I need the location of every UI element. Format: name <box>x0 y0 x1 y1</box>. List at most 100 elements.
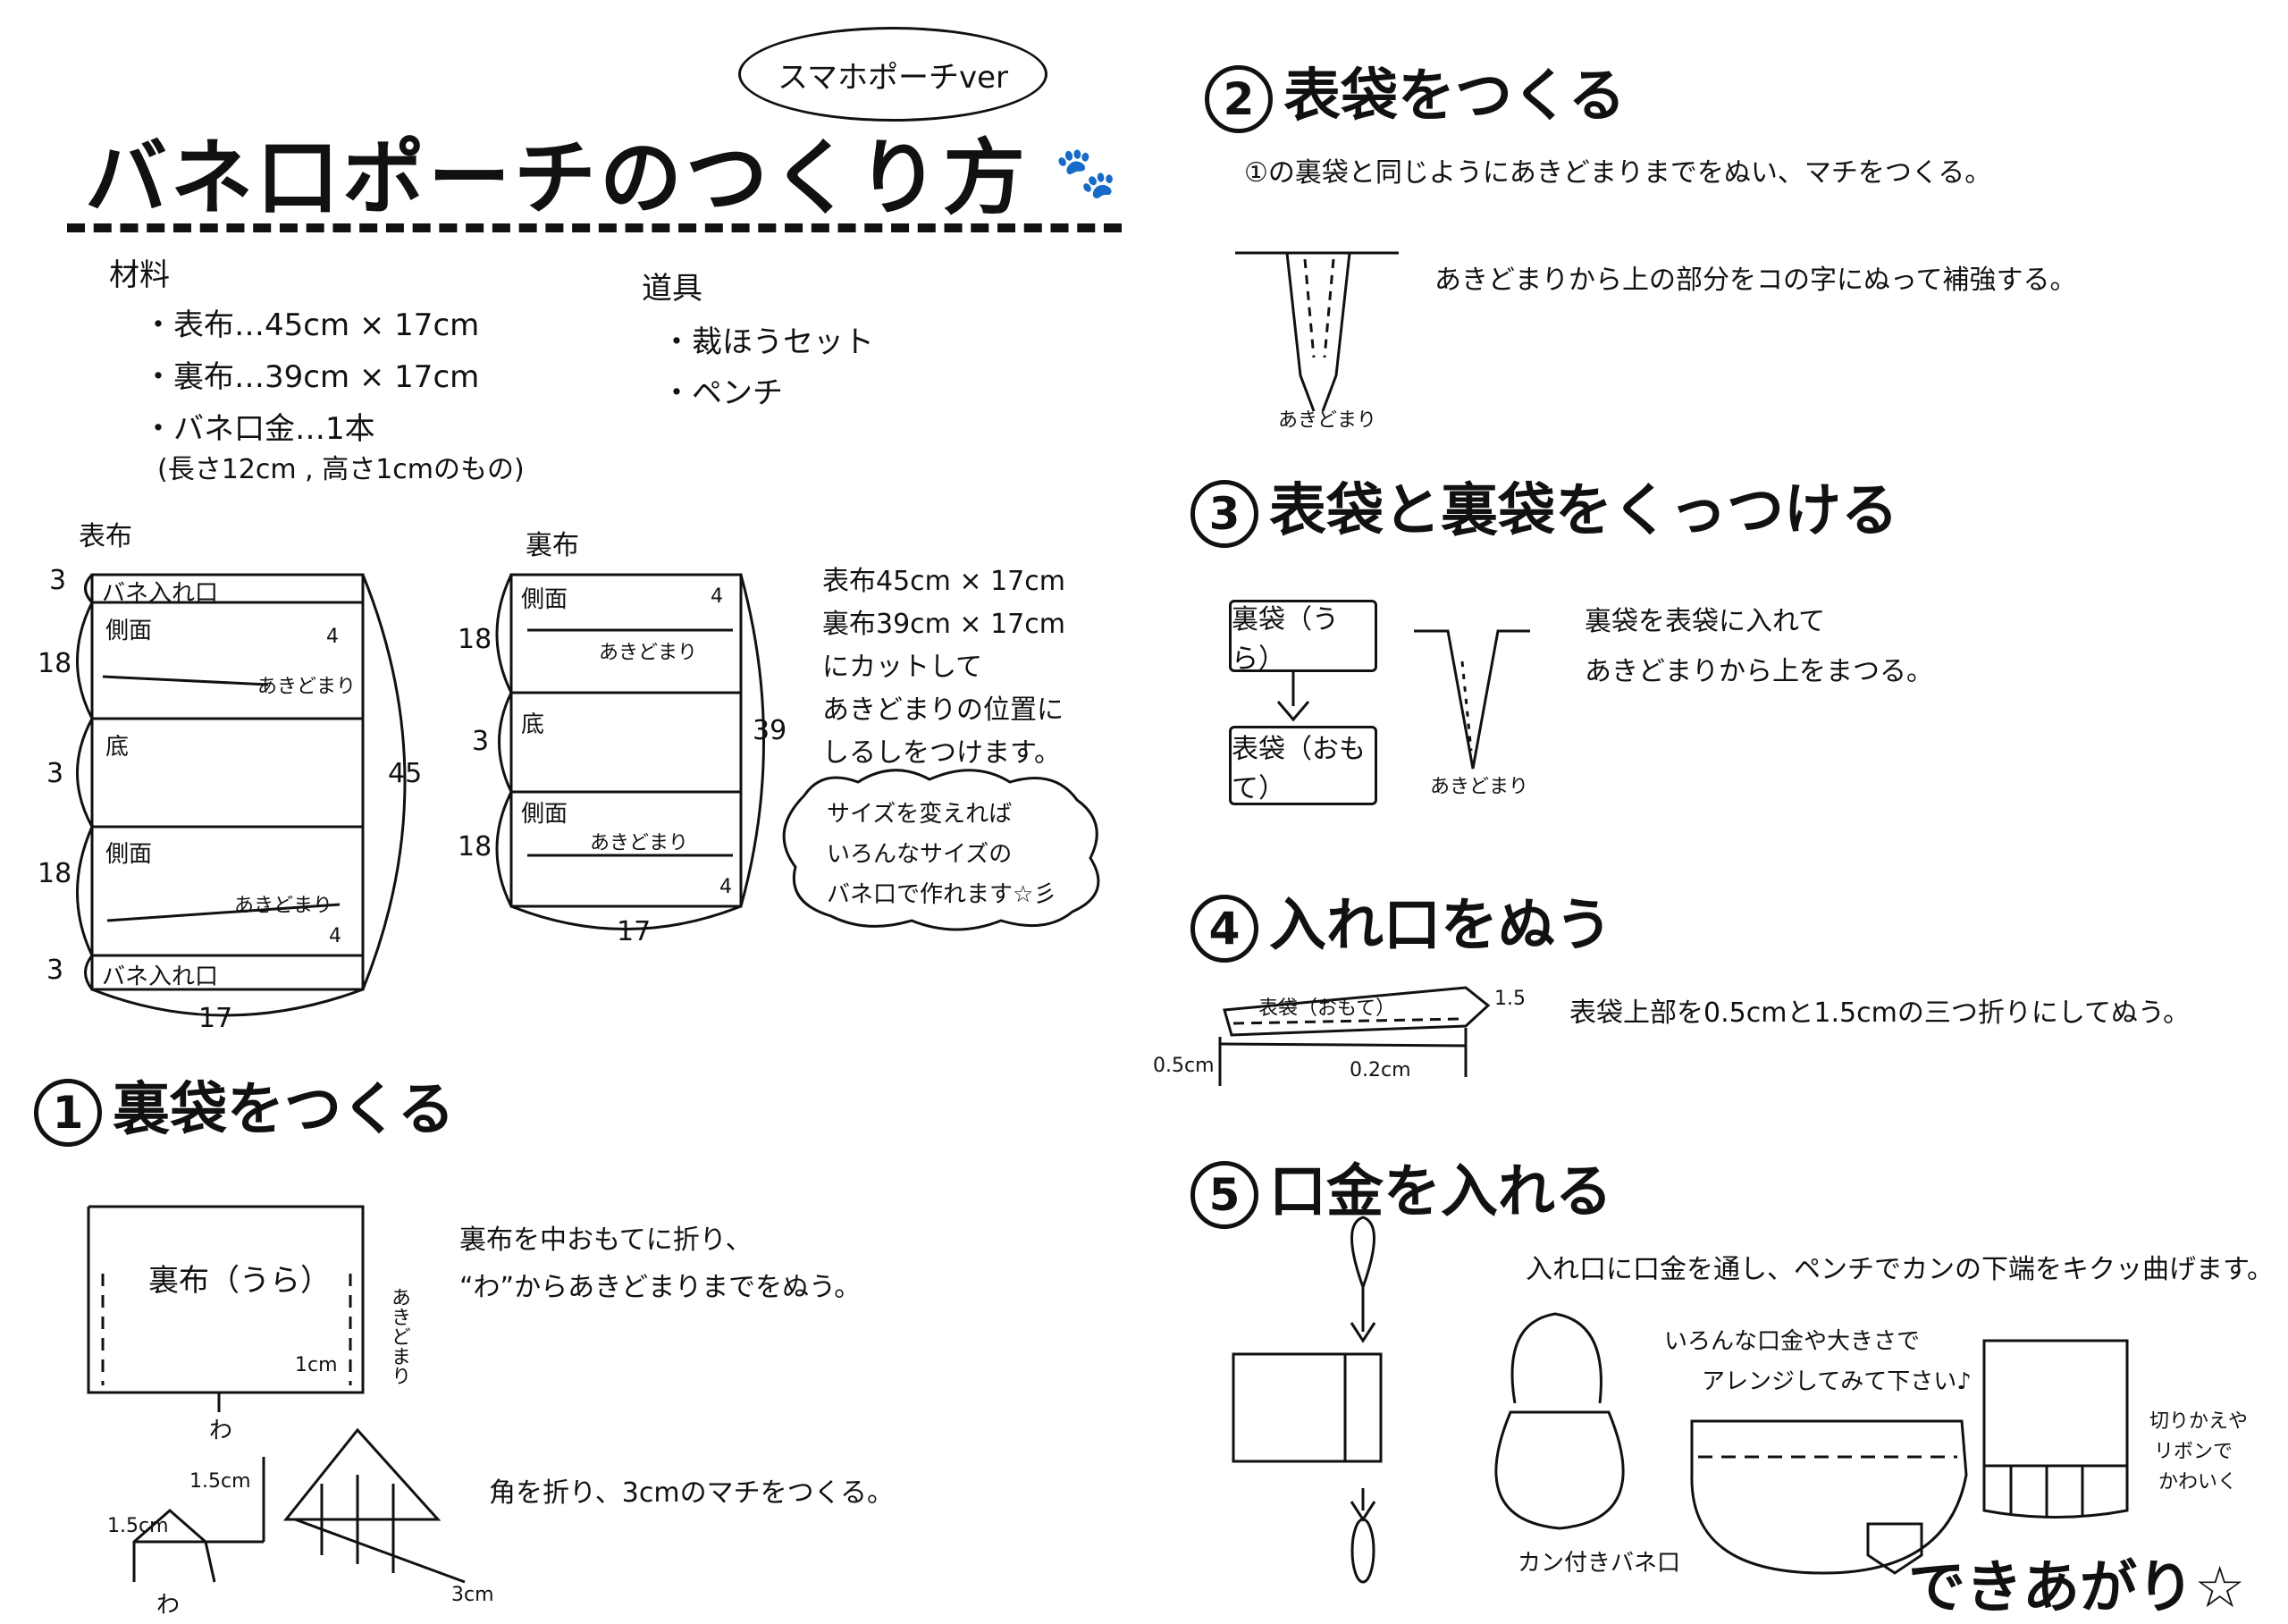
ribbon-note: かわいく <box>2158 1471 2238 1494</box>
gusset-label: わ <box>156 1592 181 1619</box>
stop-label: あきどまり <box>590 832 689 854</box>
corner-dim: 4 <box>719 876 732 898</box>
corner-dim: 4 <box>711 585 723 608</box>
dimension: 18 <box>458 831 492 862</box>
step-title: 表袋と裏袋をくっつける <box>1269 478 1898 544</box>
lining-width: 17 <box>617 916 652 947</box>
outer-width: 17 <box>198 1003 233 1034</box>
dimension: 3 <box>46 758 64 789</box>
arrange-note: いろんな口金や大きさで <box>1664 1328 1921 1355</box>
outer-fabric-diagram <box>76 573 407 1017</box>
dimension: 1.5 <box>1494 988 1526 1010</box>
dimension: 18 <box>38 648 72 679</box>
step5-text: 入れ口に口金を通し、ペンチでカンの下端をキクッ曲げます。 <box>1526 1254 2274 1285</box>
title-underline <box>67 223 1122 232</box>
step4-diagram <box>1218 986 1491 1086</box>
outer-section-label: 底 <box>105 734 130 761</box>
cut-note: あきどまりの位置に <box>822 694 1064 726</box>
arrange-note: アレンジしてみて下さい♪ <box>1702 1368 1972 1395</box>
page-title: バネ口ポーチのつくり方 <box>85 130 1030 226</box>
material-note: (長さ12cm , 高さ1cmのもの) <box>157 454 525 485</box>
cut-note: にカットして <box>822 652 983 683</box>
step5-diagram <box>1232 1216 2129 1584</box>
corner-dim: 4 <box>326 626 339 648</box>
gusset-label: 3cm <box>451 1584 494 1606</box>
gusset-label: 1.5cm <box>189 1470 251 1493</box>
stop-label: あきどまり <box>599 642 698 664</box>
lining-section-label: 側面 <box>521 586 568 613</box>
fold-label: わ <box>209 1418 233 1444</box>
step-title: 表袋をつくる <box>1283 63 1626 130</box>
lining-section-label: 底 <box>521 711 545 738</box>
step3-text: あきどまりから上をまつる。 <box>1585 656 1933 687</box>
side-label: あきどまり <box>388 1287 410 1385</box>
diagram-label: あきどまり <box>1278 409 1377 432</box>
step-title: 裏袋をつくる <box>113 1077 455 1143</box>
corner-dim: 4 <box>329 925 341 947</box>
step4-text: 表袋上部を0.5cmと1.5cmの三つ折りにしてぬう。 <box>1569 997 2191 1029</box>
cloud-note: バネ口で作れます☆彡 <box>827 881 1057 908</box>
step2-diagram-text: あきどまりから上の部分をコの字にぬって補強する。 <box>1434 265 2077 296</box>
material-item: ・表布…45cm × 17cm <box>143 307 480 343</box>
dimension: 18 <box>458 624 492 655</box>
material-item: ・バネ口金…1本 <box>143 411 375 447</box>
step-number: 1 <box>34 1079 102 1148</box>
outer-section-label: バネ入れ口 <box>102 963 219 990</box>
lining-total-length: 39 <box>753 715 787 746</box>
paw-icon: 🐾 <box>1055 144 1117 202</box>
cut-note: 裏布39cm × 17cm <box>822 609 1065 640</box>
step1-text: “わ”からあきどまりまでをぬう。 <box>459 1272 862 1303</box>
dimension: 0.2cm <box>1350 1059 1411 1081</box>
small-dim: 1cm <box>295 1354 338 1376</box>
outer-bag-box: 表袋（おもて） <box>1229 726 1377 805</box>
strip-label: 表袋（おもて） <box>1258 997 1396 1020</box>
cloud-shape <box>782 769 1100 931</box>
materials-heading: 材料 <box>109 257 170 293</box>
outer-section-label: 側面 <box>105 618 153 644</box>
tool-item: ・裁ほうセット <box>661 324 874 360</box>
cloud-note: いろんなサイズの <box>827 841 1013 868</box>
step-number: 5 <box>1190 1161 1258 1230</box>
step-title: 入れ口をぬう <box>1269 893 1612 959</box>
step-number: 3 <box>1190 480 1258 549</box>
speech-bubble: スマホポーチver <box>738 27 1047 122</box>
tools-heading: 道具 <box>642 271 702 307</box>
lining-fabric-diagram <box>495 573 765 930</box>
cloud-note: サイズを変えれば <box>827 801 1013 828</box>
dimension: 0.5cm <box>1153 1055 1215 1077</box>
dimension: 3 <box>49 565 67 596</box>
step-title: 口金を入れる <box>1269 1159 1612 1225</box>
kan-label: カン付きバネ口 <box>1518 1550 1681 1577</box>
step2-text: ①の裏袋と同じようにあきどまりまでをぬい、マチをつくる。 <box>1244 157 1992 189</box>
inner-bag-box: 裏袋（うら） <box>1229 600 1377 675</box>
step3-text: 裏袋を表袋に入れて <box>1585 606 1826 637</box>
outer-section-label: バネ入れ口 <box>102 580 219 607</box>
step-number: 4 <box>1190 895 1258 963</box>
done-label: できあがり☆ <box>1908 1555 2246 1621</box>
stop-label: あきどまり <box>257 676 357 698</box>
outer-total-length: 45 <box>388 758 423 789</box>
step1-gusset-text: 角を折り、3cmのマチをつくる。 <box>489 1477 895 1509</box>
outer-fabric-label: 表布 <box>79 521 132 552</box>
ribbon-note: リボンで <box>2154 1441 2233 1463</box>
diagram-label: 裏布（うら） <box>148 1263 331 1299</box>
bubble-text: スマホポーチver <box>778 59 1008 96</box>
cut-note: しるしをつけます。 <box>822 737 1061 769</box>
material-item: ・裏布…39cm × 17cm <box>143 359 480 395</box>
outer-section-label: 側面 <box>105 841 153 868</box>
dimension: 18 <box>38 858 72 889</box>
step3-diagram <box>1276 629 1530 770</box>
cut-note: 表布45cm × 17cm <box>822 566 1065 597</box>
ribbon-note: 切りかえや <box>2149 1410 2249 1433</box>
lining-section-label: 側面 <box>521 801 568 828</box>
step1-text: 裏布を中おもてに折り、 <box>459 1224 753 1256</box>
dimension: 3 <box>46 955 64 986</box>
stop-label: あきどまり <box>234 895 333 917</box>
gusset-label: 1.5cm <box>107 1515 169 1537</box>
